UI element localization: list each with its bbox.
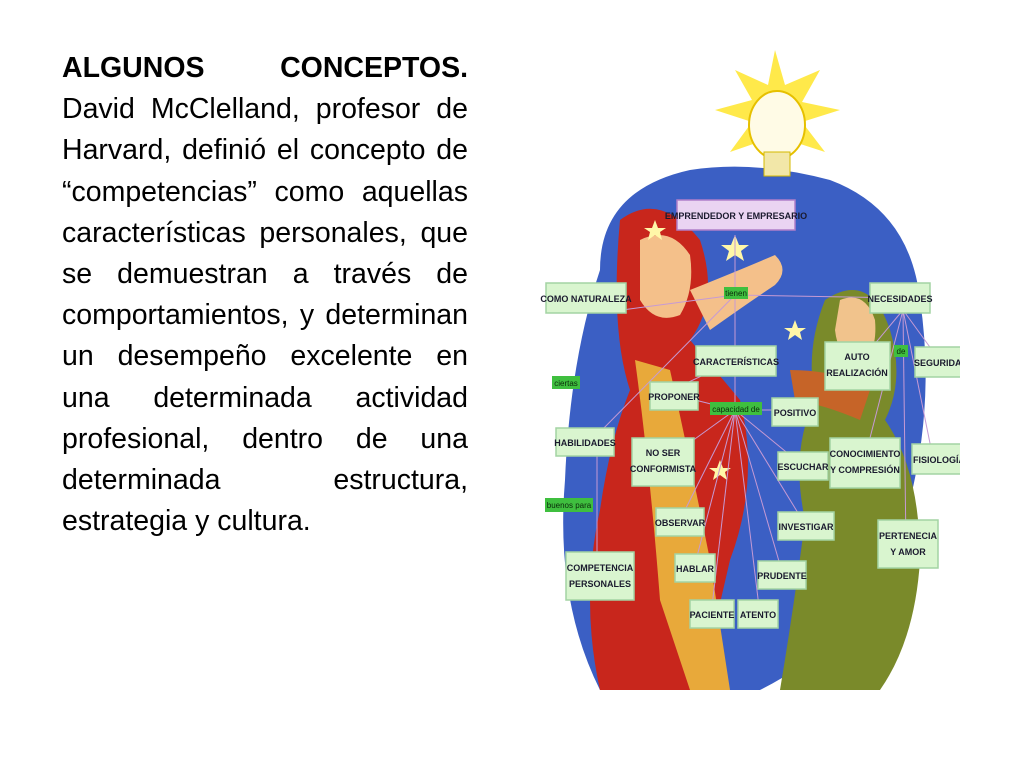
svg-text:COMPETENCIA: COMPETENCIA <box>567 563 634 573</box>
svg-text:buenos para: buenos para <box>547 501 592 510</box>
svg-text:ESCUCHAR: ESCUCHAR <box>777 462 829 472</box>
svg-text:CONOCIMIENTO: CONOCIMIENTO <box>830 449 901 459</box>
svg-text:Y COMPRESIÓN: Y COMPRESIÓN <box>830 464 900 475</box>
node-necesidades: NECESIDADES <box>867 282 933 314</box>
tag-de: de <box>894 345 908 357</box>
tag-tienen: tienen <box>724 287 748 299</box>
node-pertenencia: PERTENECIA Y AMOR <box>877 519 939 569</box>
svg-text:FISIOLOGÍA: FISIOLOGÍA <box>913 455 960 465</box>
node-no-ser-conformista: NO SER CONFORMISTA <box>630 437 697 487</box>
svg-text:tienen: tienen <box>725 289 747 298</box>
svg-text:PRUDENTE: PRUDENTE <box>757 571 807 581</box>
svg-text:INVESTIGAR: INVESTIGAR <box>778 522 834 532</box>
tag-buenos-para: buenos para <box>545 498 593 512</box>
svg-text:CONFORMISTA: CONFORMISTA <box>630 464 697 474</box>
svg-text:PERSONALES: PERSONALES <box>569 579 631 589</box>
svg-text:PACIENTE: PACIENTE <box>690 610 735 620</box>
slide-text: ALGUNOS CONCEPTOS. David McClelland, pro… <box>62 48 468 542</box>
svg-text:CARACTERÍSTICAS: CARACTERÍSTICAS <box>693 357 779 367</box>
node-como-naturaleza: COMO NATURALEZA <box>540 282 632 314</box>
svg-text:OBSERVAR: OBSERVAR <box>655 518 706 528</box>
tag-capacidad-de: capacidad de <box>710 402 762 415</box>
tag-ciertas: ciertas <box>552 376 580 389</box>
node-observar: OBSERVAR <box>655 507 706 537</box>
node-caracteristicas: CARACTERÍSTICAS <box>693 345 779 377</box>
node-emprendedor: EMPRENDEDOR Y EMPRESARIO <box>665 199 807 231</box>
slide-body: David McClelland, profesor de Harvard, d… <box>62 93 468 538</box>
svg-text:de: de <box>897 347 906 356</box>
concept-map-illustration: EMPRENDEDOR Y EMPRESARIO tienen capacida… <box>540 40 960 710</box>
svg-text:AUTO: AUTO <box>844 352 869 362</box>
svg-text:HABILIDADES: HABILIDADES <box>554 438 616 448</box>
node-conocimiento: CONOCIMIENTO Y COMPRESIÓN <box>829 437 901 489</box>
node-prudente: PRUDENTE <box>757 560 807 590</box>
node-escuchar: ESCUCHAR <box>777 451 829 481</box>
svg-text:REALIZACIÓN: REALIZACIÓN <box>826 367 888 378</box>
node-fisiologia: FISIOLOGÍA <box>911 443 960 475</box>
node-paciente: PACIENTE <box>689 599 735 629</box>
node-hablar: HABLAR <box>674 553 716 583</box>
svg-text:ATENTO: ATENTO <box>740 610 776 620</box>
svg-text:SEGURIDAD: SEGURIDAD <box>914 358 960 368</box>
svg-text:COMO NATURALEZA: COMO NATURALEZA <box>540 294 632 304</box>
svg-text:POSITIVO: POSITIVO <box>774 408 817 418</box>
node-seguridad: SEGURIDAD <box>914 346 960 378</box>
svg-text:NO SER: NO SER <box>646 448 681 458</box>
node-investigar: INVESTIGAR <box>777 511 835 541</box>
svg-text:EMPRENDEDOR Y EMPRESARIO: EMPRENDEDOR Y EMPRESARIO <box>665 211 807 221</box>
svg-text:PROPONER: PROPONER <box>648 392 700 402</box>
svg-text:capacidad de: capacidad de <box>712 405 760 414</box>
svg-text:NECESIDADES: NECESIDADES <box>867 294 932 304</box>
svg-text:HABLAR: HABLAR <box>676 564 714 574</box>
slide-heading: ALGUNOS CONCEPTOS. <box>62 52 468 84</box>
node-auto-realizacion: AUTO REALIZACIÓN <box>824 341 891 391</box>
bulb-icon <box>715 50 840 177</box>
svg-text:Y AMOR: Y AMOR <box>890 547 926 557</box>
node-positivo: POSITIVO <box>771 397 819 427</box>
node-habilidades: HABILIDADES <box>554 427 616 457</box>
node-atento: ATENTO <box>737 599 779 629</box>
node-competencia-personales: COMPETENCIA PERSONALES <box>565 551 635 601</box>
svg-text:ciertas: ciertas <box>554 379 578 388</box>
svg-text:PERTENECIA: PERTENECIA <box>879 531 938 541</box>
node-proponer: PROPONER <box>648 381 700 411</box>
